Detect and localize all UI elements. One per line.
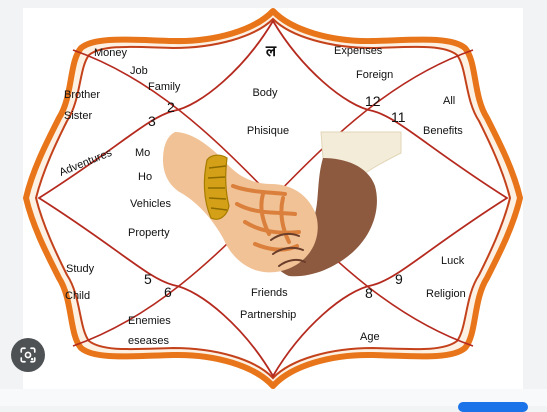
gold-bracelet: [203, 154, 230, 220]
house-12-number: 12: [365, 93, 381, 109]
house-12-expenses: Expenses: [334, 45, 383, 57]
kundli-chart: ल Body Phisique Money Job Family 2 Broth…: [23, 8, 523, 389]
house-3-brother: Brother: [64, 89, 100, 101]
house-8-number: 8: [365, 285, 373, 301]
house-8-age: Age: [360, 331, 380, 343]
house-3-sister: Sister: [64, 110, 92, 122]
house-7-friends: Friends: [251, 287, 288, 299]
house-12-foreign: Foreign: [356, 69, 393, 81]
house-9-number: 9: [395, 271, 403, 287]
lens-search-icon: [20, 347, 36, 363]
house-5-number: 5: [144, 271, 152, 287]
kundli-image-card: ल Body Phisique Money Job Family 2 Broth…: [23, 8, 523, 389]
house-5-child: Child: [65, 290, 90, 302]
house-1-phisique: Phisique: [247, 125, 289, 137]
page-bottom-strip: [0, 389, 547, 406]
house-5-study: Study: [66, 263, 95, 275]
house-6-number: 6: [164, 284, 172, 300]
house-4-vehicles: Vehicles: [130, 198, 171, 210]
house-2-money: Money: [94, 47, 128, 59]
house-9-religion: Religion: [426, 288, 466, 300]
holding-hands-illustration: [163, 131, 402, 277]
henna-pattern: [231, 184, 301, 252]
bride-arm: [163, 132, 318, 273]
house-6-enemies: Enemies: [128, 315, 171, 327]
action-button-edge[interactable]: [458, 402, 528, 412]
inner-diamond: [37, 19, 509, 378]
house-9-luck: Luck: [441, 255, 465, 267]
lens-search-button[interactable]: [11, 338, 45, 372]
house-11-all: All: [443, 95, 455, 107]
house-4-line-1: Mo: [135, 147, 150, 159]
house-4-line-2: Ho: [138, 171, 152, 183]
house-7-partnership: Partnership: [240, 309, 296, 321]
house-11-benefits: Benefits: [423, 125, 463, 137]
fingers: [270, 232, 306, 267]
house-1-body: Body: [252, 87, 278, 99]
house-11-number: 11: [391, 109, 406, 125]
house-4-property: Property: [128, 227, 170, 239]
house-2-number: 2: [167, 99, 175, 115]
house-6-diseases: eseases: [128, 335, 169, 347]
house-2-job: Job: [130, 65, 148, 77]
house-1-sign: ल: [265, 43, 277, 60]
house-2-family: Family: [148, 81, 181, 93]
bracelet-links: [207, 165, 228, 211]
house-3-number: 3: [148, 113, 156, 129]
